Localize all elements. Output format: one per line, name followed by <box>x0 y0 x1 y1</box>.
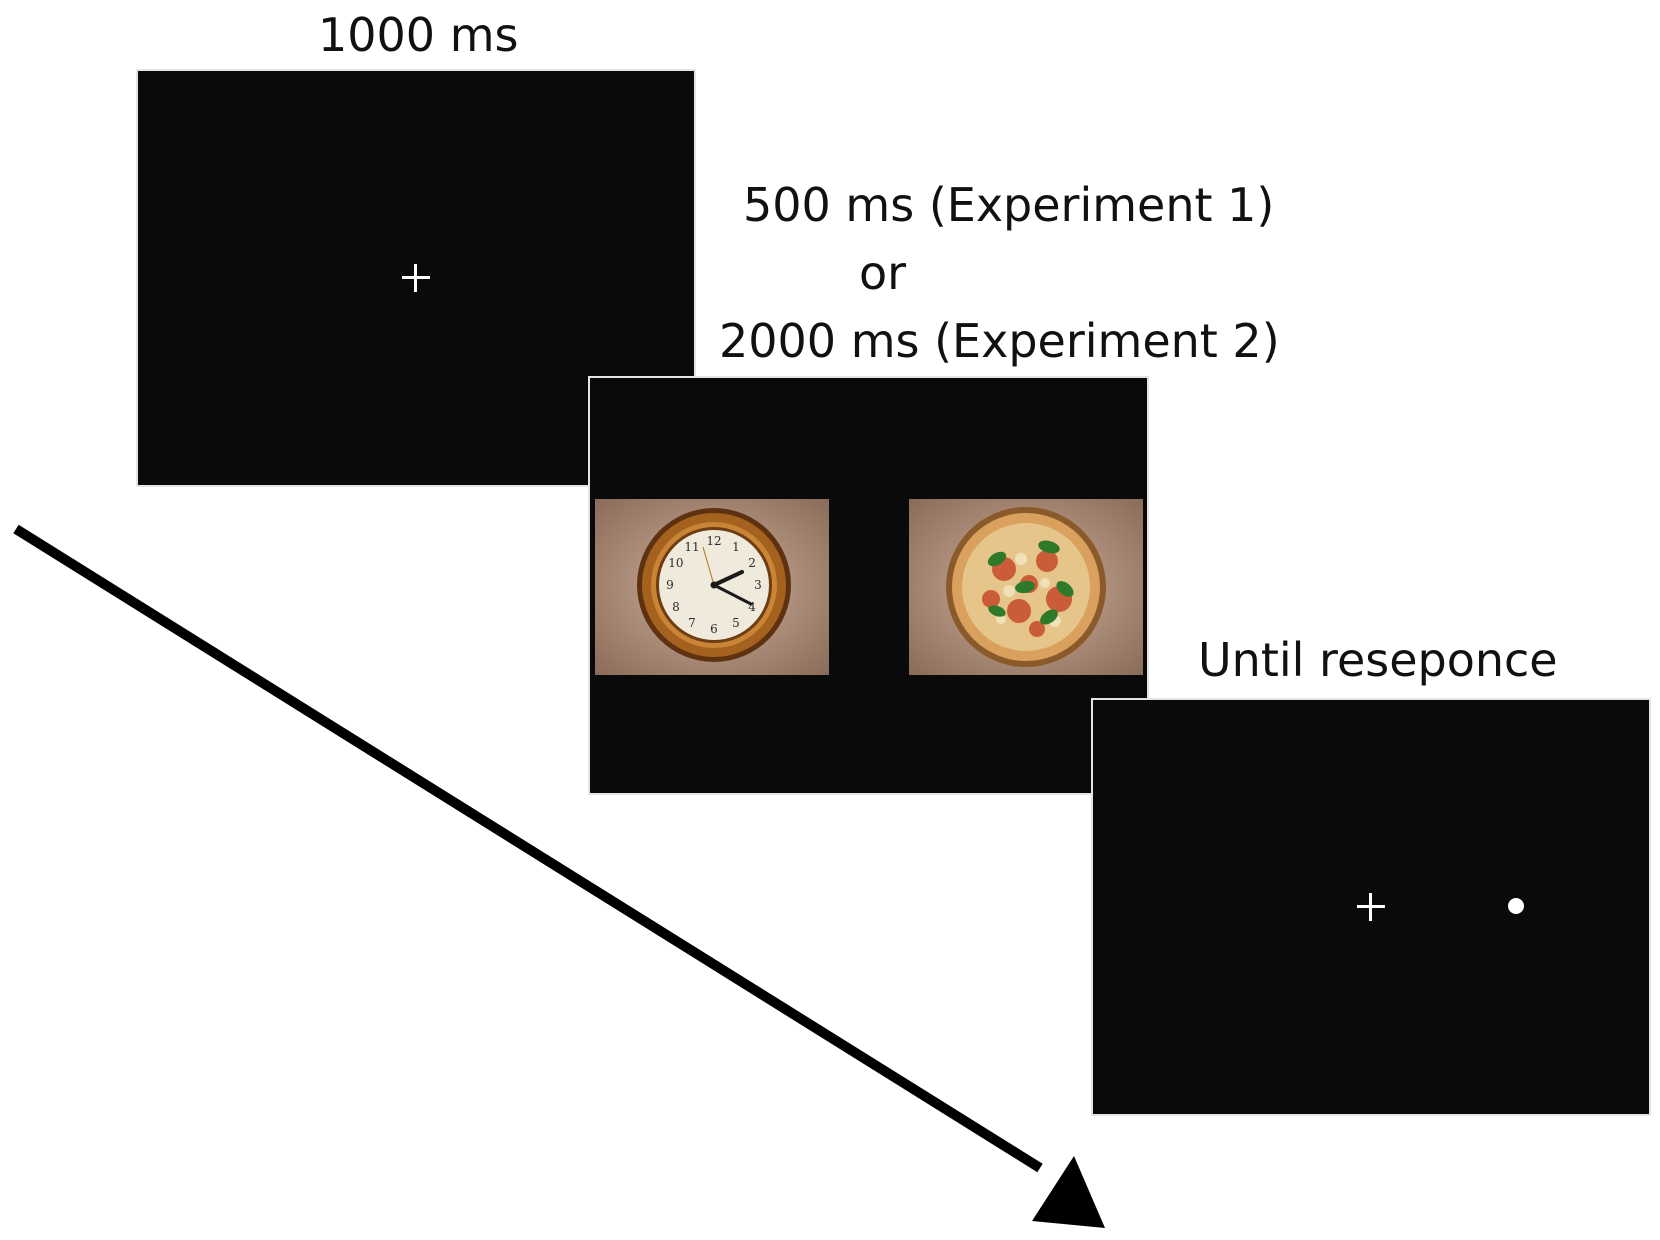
stimulus-duration-label-exp1: 500 ms (Experiment 1) <box>743 178 1275 232</box>
clock-numeral: 6 <box>710 622 718 636</box>
probe-dot-icon <box>1508 898 1524 914</box>
clock-numeral: 8 <box>672 600 680 614</box>
clock-numeral: 3 <box>754 578 762 592</box>
pizza-image <box>909 499 1143 675</box>
pizza-icon <box>946 507 1106 667</box>
fixation-cross-icon <box>402 264 430 292</box>
clock-numeral: 7 <box>688 616 696 630</box>
fixation-duration-label: 1000 ms <box>318 8 519 62</box>
clock-numeral: 10 <box>668 556 683 570</box>
stimulus-duration-label-or: or <box>859 246 907 300</box>
probe-screen <box>1093 700 1649 1114</box>
clock-numeral: 12 <box>706 534 721 548</box>
clock-numeral: 9 <box>666 578 674 592</box>
probe-fixation-cross-icon <box>1357 893 1385 921</box>
clock-numeral: 1 <box>732 540 740 554</box>
clock-numeral: 5 <box>732 616 740 630</box>
stimulus-duration-label-exp2: 2000 ms (Experiment 2) <box>719 314 1280 368</box>
clock-numeral: 4 <box>748 600 756 614</box>
probe-duration-label: Until reseponce <box>1198 633 1558 687</box>
clock-numeral: 11 <box>684 540 699 554</box>
clock-numeral: 2 <box>748 556 756 570</box>
